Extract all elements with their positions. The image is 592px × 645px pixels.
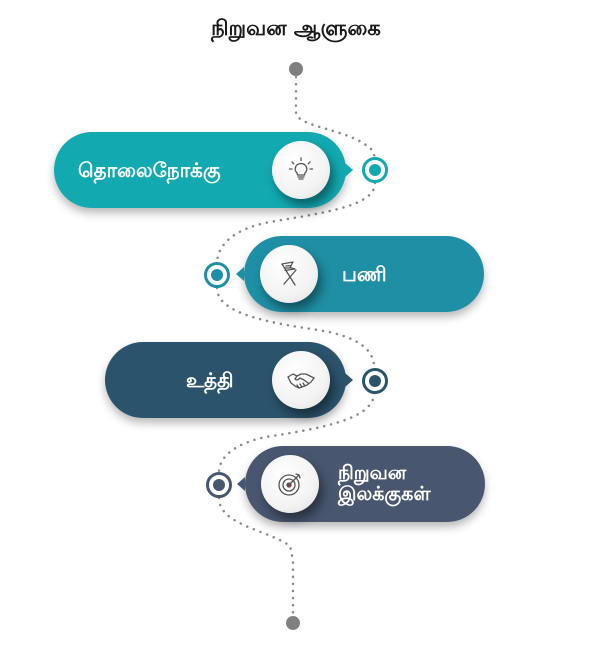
- lightbulb-icon: [288, 157, 314, 180]
- step-mission-pointer: [236, 267, 244, 281]
- diagram-title: நிறுவன ஆளுகை: [211, 16, 381, 40]
- flag-icon: [281, 261, 297, 286]
- target-icon: [278, 473, 301, 496]
- step-strategy-icon-badge: [272, 351, 330, 409]
- step-strategy-node: [362, 368, 388, 394]
- connector-top: [294, 68, 377, 159]
- connector-bottom: [217, 496, 295, 620]
- step-goals-icon-badge: [261, 455, 319, 513]
- handshake-icon: [287, 373, 315, 389]
- timeline-end-dot: [286, 616, 300, 630]
- connector-3-4: [217, 391, 376, 474]
- step-goals-node: [206, 472, 232, 498]
- step-goals-label: நிறுவன இலக்குகள்: [338, 462, 431, 505]
- step-strategy-label: உத்தி: [186, 368, 234, 392]
- step-vision-label: தொலைநோக்கு: [78, 158, 221, 182]
- step-vision-icon-badge: [272, 141, 330, 199]
- step-mission-node: [204, 262, 230, 288]
- step-goals-pointer: [237, 477, 245, 491]
- connector-1-2: [215, 181, 377, 264]
- step-vision-node: [362, 157, 388, 183]
- step-strategy-pointer: [345, 373, 353, 387]
- step-vision-pointer: [345, 163, 353, 177]
- timeline-start-dot: [289, 62, 303, 76]
- step-mission-label: பணி: [342, 262, 387, 286]
- step-mission-icon-badge: [260, 245, 318, 303]
